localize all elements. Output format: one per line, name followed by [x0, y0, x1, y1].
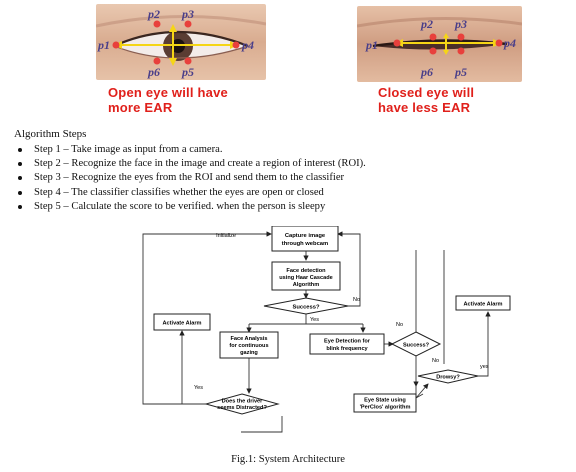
- face-analysis-box: [219, 331, 279, 359]
- algorithm-step: Step 2 – Recognize the face in the image…: [14, 157, 366, 171]
- no1-label: No: [353, 297, 360, 303]
- closed-eye-caption: Closed eye will have less EAR: [378, 85, 474, 115]
- face-detection-box: [271, 261, 341, 291]
- distracted-line1: Does the driver: [222, 399, 264, 405]
- algorithm-steps-list: Step 1 – Take image as input from a came…: [14, 143, 366, 214]
- open-point-p6: p6: [147, 65, 160, 79]
- open-caption-line1: Open eye will have: [108, 85, 228, 100]
- open-eye-caption: Open eye will have more EAR: [108, 85, 228, 115]
- activate-alarm-right-label: Activate Alarm: [464, 302, 503, 308]
- face-analysis-line2: for continuous: [229, 343, 268, 349]
- algorithm-step: Step 1 – Take image as input from a came…: [14, 143, 366, 157]
- eye-state-line2: 'PerClos' algorithm: [360, 405, 411, 411]
- algorithm-title: Algorithm Steps: [14, 128, 87, 140]
- success1-label: Success?: [292, 305, 320, 311]
- closed-point-p3: p3: [454, 17, 467, 31]
- success-decision-2: [390, 331, 442, 357]
- no2-bottom-label: No: [432, 358, 439, 364]
- open-caption-line2: more EAR: [108, 100, 173, 115]
- yes1-label: Yes: [310, 317, 319, 323]
- distracted-decision: [204, 393, 280, 415]
- open-point-p5: p5: [181, 65, 194, 79]
- face-det-line2: using Haar Cascade: [279, 275, 332, 281]
- eye-state-line1: Eye State using: [364, 398, 406, 404]
- face-analysis-line1: Face Analysis: [230, 336, 267, 342]
- system-architecture-flowchart: Initialize Capture image through webcam …: [142, 226, 511, 433]
- figure-caption: Fig.1: System Architecture: [231, 454, 345, 465]
- yes-right-label: yes: [480, 364, 489, 370]
- closed-point-p5: p5: [454, 65, 467, 79]
- drowsy-decision: [417, 369, 479, 384]
- success-decision-1: [263, 297, 349, 315]
- eye-detection-box: [309, 333, 385, 355]
- open-point-p3: p3: [181, 7, 194, 21]
- capture-image-box: [271, 226, 339, 252]
- success2-label: Success?: [403, 343, 430, 349]
- activate-alarm-left-box: [153, 313, 211, 331]
- open-point-p2: p2: [147, 7, 160, 21]
- algorithm-step: Step 4 – The classifier classifies wheth…: [14, 186, 366, 200]
- closed-point-p2: p2: [420, 17, 433, 31]
- face-det-line3: Algorithm: [293, 282, 319, 288]
- open-eye-landmarks: p2 p3 p1 p4 p6 p5: [97, 7, 254, 79]
- closed-point-p4: p4: [503, 36, 516, 50]
- closed-caption-line2: have less EAR: [378, 100, 471, 115]
- drowsy-label: Drowsy?: [436, 375, 460, 381]
- closed-point-p1: p1: [365, 38, 378, 52]
- face-det-line1: Face detection: [286, 268, 326, 274]
- activate-alarm-right-box: [455, 295, 511, 311]
- closed-point-p6: p6: [420, 65, 433, 79]
- eye-det-line1: Eye Detection for: [324, 339, 371, 345]
- capture-line1: Capture image: [285, 233, 326, 239]
- distracted-line2: seems Distracted?: [217, 405, 267, 411]
- no2-top-label: No: [396, 322, 403, 328]
- activate-alarm-left-label: Activate Alarm: [163, 321, 202, 327]
- initialize-label: Initialize: [216, 233, 236, 239]
- algorithm-step: Step 5 – Calculate the score to be verif…: [14, 200, 366, 214]
- closed-caption-line1: Closed eye will: [378, 85, 475, 100]
- eye-state-box: [353, 393, 417, 413]
- eye-det-line2: blink frequency: [326, 346, 368, 352]
- capture-line2: through webcam: [282, 241, 328, 247]
- algorithm-step: Step 3 – Recognize the eyes from the ROI…: [14, 171, 366, 185]
- face-analysis-line3: gazing: [240, 350, 258, 356]
- open-point-p4: p4: [241, 38, 254, 52]
- open-point-p1: p1: [97, 38, 110, 52]
- closed-eye-landmarks: p2 p3 p1 p4 p6 p5: [365, 17, 516, 79]
- yes-left-label: Yes: [194, 385, 203, 391]
